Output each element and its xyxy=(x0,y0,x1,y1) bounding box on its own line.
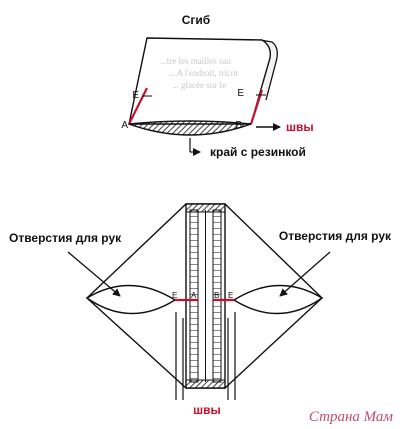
svg-text:... glacée sur le: ... glacée sur le xyxy=(172,80,226,90)
svg-text:...tre les mailles sau: ...tre les mailles sau xyxy=(160,56,231,66)
point-e-left: E xyxy=(172,291,177,300)
armhole-left-arrow xyxy=(67,251,121,297)
fold-label: Сгиб xyxy=(182,13,210,27)
bottom-seams-label: швы xyxy=(193,403,221,417)
point-a-left: A xyxy=(191,291,197,300)
top-seams-label: швы xyxy=(286,120,314,134)
point-a-label: A xyxy=(121,120,128,131)
watermark: Страна Мам xyxy=(309,409,394,425)
bottom-diagram: E A B E Отверстия для рук Отверстия для … xyxy=(9,203,392,417)
point-b-label: B xyxy=(235,120,242,131)
rib-band-top xyxy=(185,203,226,213)
point-e-right-label: E xyxy=(237,88,244,99)
armhole-right-arrow xyxy=(279,251,331,297)
point-b-right: B xyxy=(214,291,219,300)
ghost-pattern-text: ...tre les mailles sau ... A l'endroit, … xyxy=(160,56,238,90)
ribbed-edge xyxy=(128,120,252,136)
rib-edge-label: край с резинкой xyxy=(210,145,306,159)
left-seam xyxy=(128,87,148,125)
rib-band-bottom xyxy=(185,379,226,389)
armhole-left-label: Отверстия для рук xyxy=(9,231,122,245)
point-e-left-label: E xyxy=(132,90,139,101)
point-e-right: E xyxy=(228,291,233,300)
right-seam xyxy=(249,89,264,125)
top-diagram: Сгиб ...tre les mailles sau ... A l'endr… xyxy=(121,13,313,159)
armhole-right-label: Отверстия для рук xyxy=(279,229,392,243)
svg-text:... A l'endroit, tricot: ... A l'endroit, tricot xyxy=(168,68,238,78)
